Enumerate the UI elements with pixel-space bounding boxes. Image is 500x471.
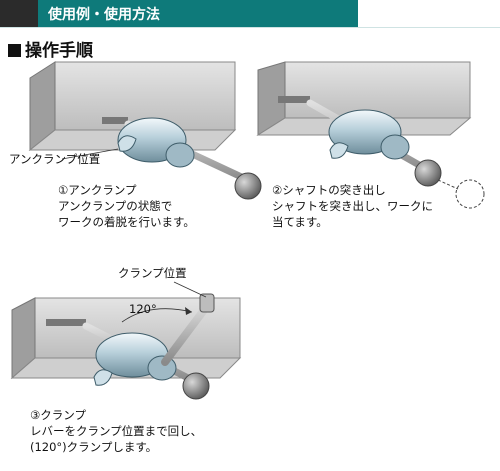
section-title-text: 操作手順: [25, 41, 93, 61]
clamp-jaw: [329, 142, 349, 159]
step-3-line: レバーをクランプ位置まで回し、: [30, 424, 203, 438]
lever-grip: [199, 293, 215, 313]
step-1-text: ①アンクランプ アンクランプの状態で ワークの着脱を行います。: [58, 182, 195, 230]
motion-path: [437, 179, 459, 190]
shaft-tip: [278, 96, 310, 103]
clamp-collar: [380, 134, 410, 160]
step-2-text: ②シャフトの突き出し シャフトを突き出し、ワークに 当てます。: [272, 182, 433, 230]
square-bullet-icon: [8, 44, 21, 57]
header-divider: [0, 27, 500, 28]
angle-label: 120°: [129, 302, 157, 316]
step-1-line: ワークの着脱を行います。: [58, 215, 195, 229]
clamp-callout-line: [173, 281, 207, 298]
step-3-text: ③クランプ レバーをクランプ位置まで回し、 (120°)クランプします。: [30, 407, 202, 455]
lever-knob-ghost: [455, 179, 485, 209]
step-3-line: (120°)クランプします。: [30, 440, 158, 454]
shaft-tip: [46, 319, 86, 326]
lever-knob: [234, 172, 262, 200]
workpiece-plate: [284, 61, 471, 119]
rotation-arrow-icon: [185, 307, 192, 315]
clamp-position-label: クランプ位置: [118, 266, 187, 280]
step-2-line: シャフトを突き出し、ワークに: [272, 199, 433, 213]
step-2-title: ②シャフトの突き出し: [272, 183, 386, 197]
unclamp-position-label: アンクランプ位置: [9, 152, 101, 166]
section-title: 操作手順: [8, 36, 93, 61]
figure-unclamp: [28, 61, 262, 200]
step-1-line: アンクランプの状態で: [58, 199, 173, 213]
lever-knob: [182, 372, 210, 400]
figure-clamp: [10, 281, 242, 400]
header-band: [38, 0, 358, 27]
header-bar: 使用例・使用方法: [0, 0, 500, 27]
step-3-title: ③クランプ: [30, 408, 86, 422]
screw-stub: [102, 117, 128, 124]
rotation-arc: [121, 308, 193, 323]
clamp-jaw: [117, 135, 137, 152]
step-1-title: ①アンクランプ: [58, 183, 137, 197]
header-accent-block: [0, 0, 38, 27]
figure-shaft-extend: [256, 61, 485, 209]
lever-knob: [414, 159, 442, 187]
clamp-jaw: [93, 369, 113, 386]
clamp-collar: [165, 142, 195, 168]
header-title: 使用例・使用方法: [48, 7, 160, 23]
unclamp-callout-line: [61, 148, 119, 160]
step-2-line: 当てます。: [272, 215, 328, 229]
